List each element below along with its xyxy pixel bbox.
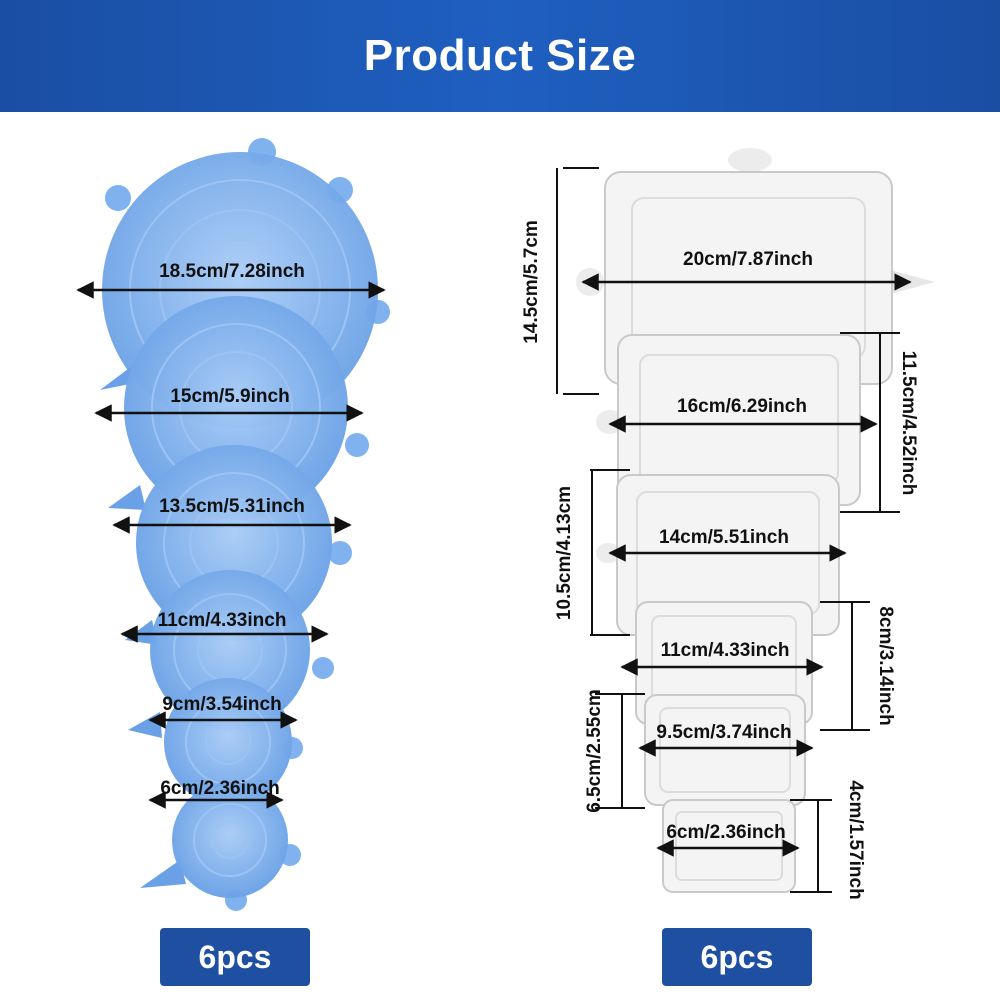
round-dimension-11: 11cm/4.33inch [120,610,329,643]
rect-width-label: 6cm/2.36inch [666,822,785,843]
rect-height-14-5: 14.5cm/5.7cm [521,167,599,395]
page-title: Product Size [363,31,637,80]
round-lid-6 [140,782,301,911]
header-banner: Product Size [0,0,1000,112]
rect-width-20: 20cm/7.87inch [581,249,912,291]
rect-height-label: 8cm/3.14inch [875,606,896,725]
rect-height-label: 14.5cm/5.7cm [521,220,542,344]
round-size-label: 13.5cm/5.31inch [159,496,305,517]
round-size-label: 11cm/4.33inch [158,610,287,631]
round-dimension-13-5: 13.5cm/5.31inch [112,496,352,534]
rect-height-4: 4cm/1.57inch [790,780,866,900]
rect-height-label: 10.5cm/4.13cm [554,486,575,620]
round-size-label: 15cm/5.9inch [170,386,289,407]
round-size-label: 6cm/2.36inch [160,778,279,799]
rect-lid-6 [662,799,796,893]
rect-width-9-5: 9.5cm/3.74inch [638,722,814,757]
round-size-label: 18.5cm/7.28inch [159,261,305,282]
round-size-label: 9cm/3.54inch [162,694,281,715]
round-dimension-15: 15cm/5.9inch [94,386,364,422]
rect-width-label: 11cm/4.33inch [661,640,790,661]
rect-height-label: 11.5cm/4.52inch [898,351,919,496]
rect-height-11-5: 11.5cm/4.52inch [840,332,919,513]
round-dimension-18-5: 18.5cm/7.28inch [76,261,386,299]
rect-width-label: 9.5cm/3.74inch [656,722,791,743]
rect-count-badge: 6pcs [662,928,812,986]
rect-width-label: 20cm/7.87inch [683,249,813,270]
round-dimension-6: 6cm/2.36inch [148,778,284,809]
rect-height-label: 6.5cm/2.55cm [584,689,605,813]
rect-width-label: 16cm/6.29inch [677,396,807,417]
rect-width-16: 16cm/6.29inch [608,396,878,433]
rect-height-10-5: 10.5cm/4.13cm [554,469,630,636]
rect-height-6-5: 6.5cm/2.55cm [584,689,645,813]
rect-width-14: 14cm/5.51inch [608,527,847,562]
round-dimension-9: 9cm/3.54inch [148,694,298,729]
rect-width-label: 14cm/5.51inch [659,527,789,548]
rect-height-label: 4cm/1.57inch [845,780,866,899]
rect-width-6: 6cm/2.36inch [656,822,800,857]
rect-height-8: 8cm/3.14inch [820,601,896,731]
round-count-badge: 6pcs [160,928,310,986]
rect-lid-9-5 [644,694,806,806]
rect-width-11: 11cm/4.33inch [620,640,824,676]
